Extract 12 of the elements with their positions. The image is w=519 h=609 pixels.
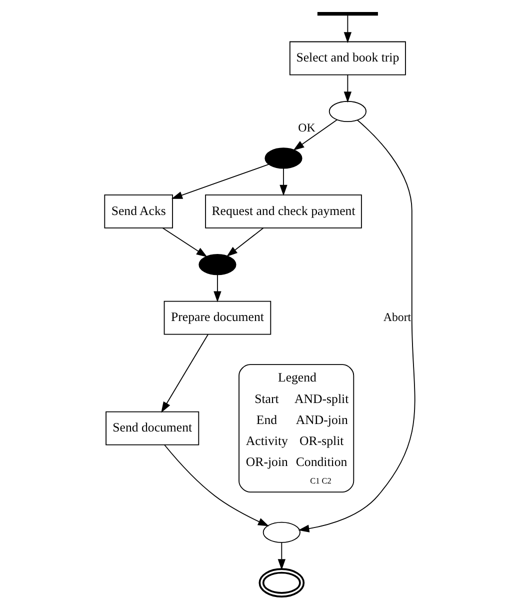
legend-label: Condition xyxy=(295,455,347,470)
label: C1 C2 xyxy=(310,476,331,486)
edge-label: Abort xyxy=(382,310,411,324)
legend-label: AND-split xyxy=(294,392,348,406)
legend-label: Activity xyxy=(245,434,288,448)
legend-label: End xyxy=(256,412,277,427)
legend-label: Start xyxy=(254,392,278,406)
legend-label: AND-join xyxy=(295,412,348,427)
label: Legend xyxy=(277,370,316,385)
legend-label: OR-join xyxy=(245,455,288,470)
legend-label: OR-split xyxy=(299,434,344,448)
edge-label: OK xyxy=(298,120,315,134)
